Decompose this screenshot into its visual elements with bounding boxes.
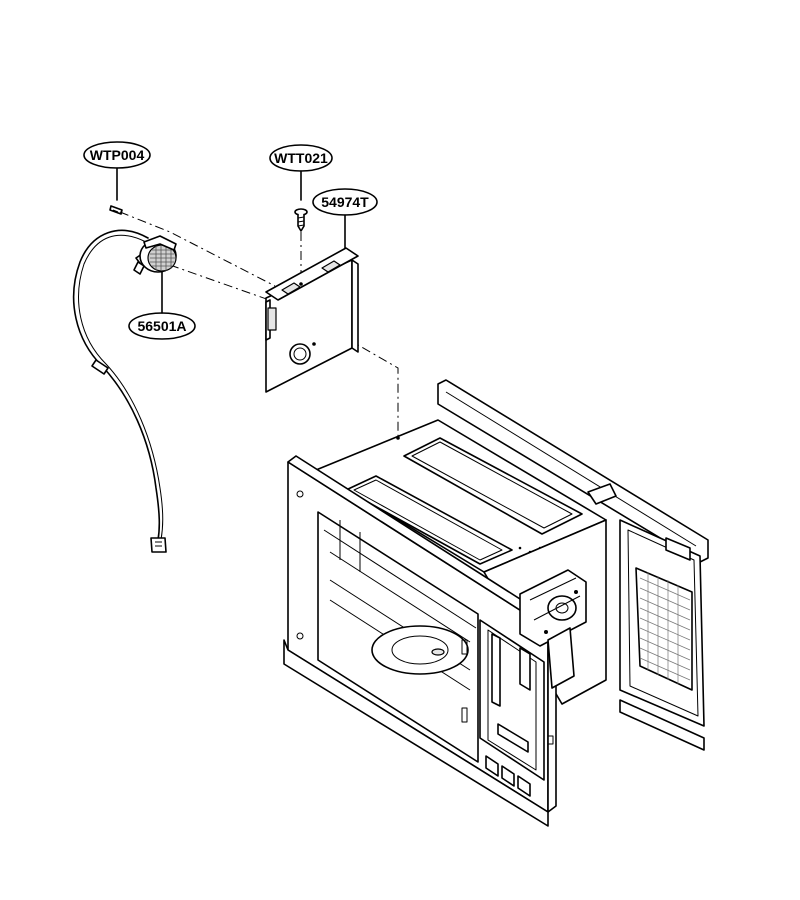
callout-54974t[interactable]: 54974T <box>312 188 378 216</box>
callout-56501a[interactable]: 56501A <box>128 312 196 340</box>
callout-wtp004-label: WTP004 <box>90 147 145 163</box>
callout-wtt021-label: WTT021 <box>274 150 328 166</box>
turntable <box>371 625 469 675</box>
wire-connector <box>150 537 167 553</box>
callout-wtt021[interactable]: WTT021 <box>269 144 333 172</box>
wire-harness <box>72 229 167 553</box>
callout-wtp004[interactable]: WTP004 <box>83 141 151 169</box>
screw-wtt021[interactable] <box>294 208 308 232</box>
callout-54974t-label: 54974T <box>321 194 369 210</box>
thermostat-56501a[interactable] <box>133 235 177 275</box>
oven-chassis <box>283 379 709 827</box>
bracket-54974t[interactable] <box>265 247 359 393</box>
screw-wtp004[interactable] <box>109 205 123 215</box>
callout-56501a-label: 56501A <box>137 318 186 334</box>
